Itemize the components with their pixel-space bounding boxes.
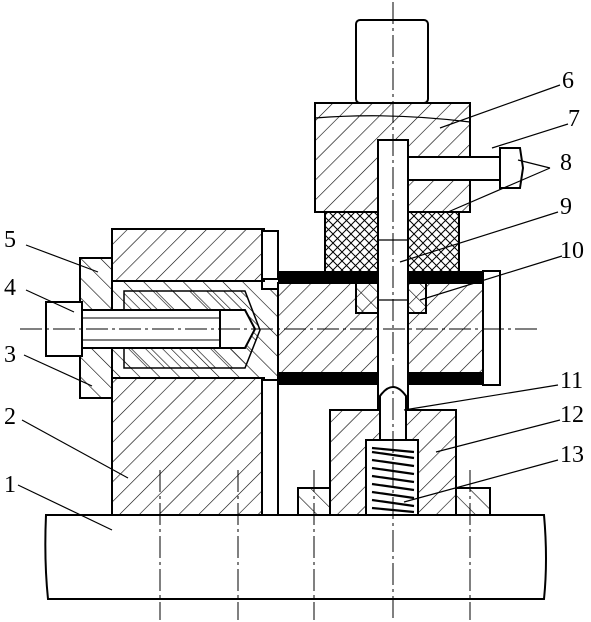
callout-4: 4 (4, 275, 16, 301)
base-plate (44, 514, 547, 600)
callout-labels: 1 2 3 4 5 6 7 8 9 10 11 12 13 (4, 68, 584, 498)
callout-1: 1 (4, 472, 16, 498)
callout-13: 13 (560, 442, 584, 468)
callout-5: 5 (4, 227, 16, 253)
callout-10: 10 (560, 238, 584, 264)
callout-6: 6 (562, 68, 574, 94)
spring (370, 444, 415, 514)
callout-11: 11 (560, 368, 583, 394)
top-clamp-block (111, 228, 279, 282)
callout-9: 9 (560, 194, 572, 220)
side-screw (394, 147, 525, 189)
callout-2: 2 (4, 404, 16, 430)
leader-lines (17, 84, 569, 531)
support-block (111, 377, 279, 516)
callout-3: 3 (4, 342, 16, 368)
callout-7: 7 (568, 106, 580, 132)
top-shaft (355, 19, 429, 104)
center-lines (20, 2, 540, 620)
callout-12: 12 (560, 402, 584, 428)
callout-8: 8 (560, 150, 572, 176)
